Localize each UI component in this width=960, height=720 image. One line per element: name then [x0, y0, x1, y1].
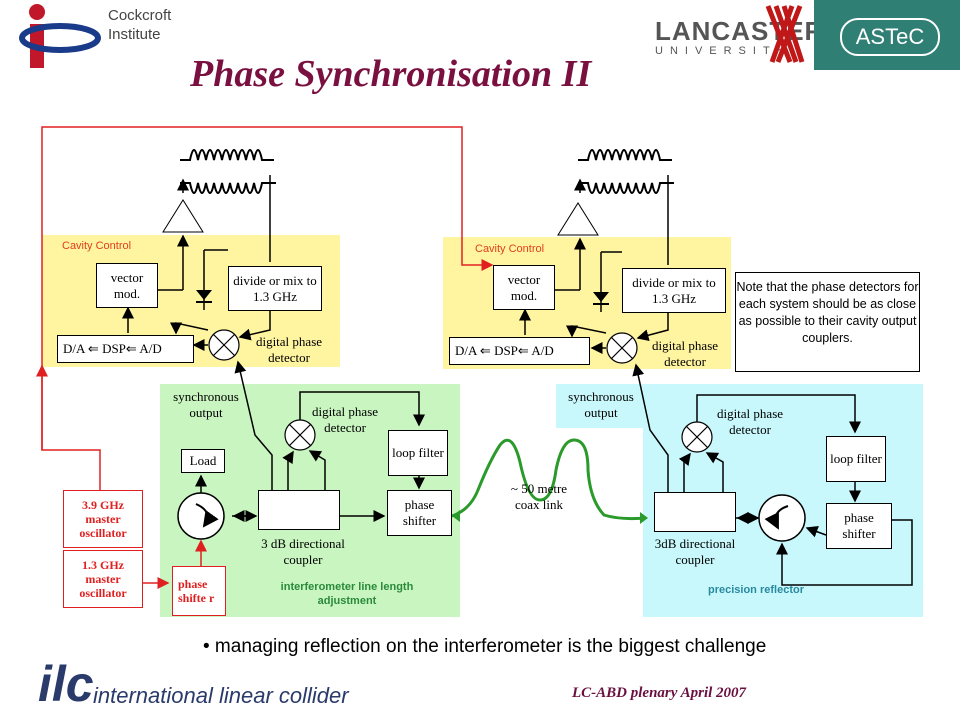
right-synchronous-output-label: synchronous output	[568, 389, 634, 420]
right-divide-mix-box: divide or mix to 1.3 GHz	[622, 268, 726, 313]
cockcroft-logo	[19, 4, 101, 68]
astec-logo: ASTeC	[814, 0, 960, 70]
oscillator-39ghz-box: 3.9 GHz master oscillator	[63, 490, 143, 548]
page-title: Phase Synchronisation II	[190, 53, 592, 95]
left-dac-dsp-adc-box: D/A ⇐ DSP⇐ A/D	[57, 335, 194, 363]
precision-reflector-label: precision reflector	[708, 584, 804, 596]
coax-link-label: ~ 50 metre coax link	[510, 481, 568, 512]
left-digital-phase-detector-label: digital phase detector	[255, 334, 323, 365]
bullet-text: • managing reflection on the interferome…	[203, 636, 767, 657]
right-digital-phase-detector-label: digital phase detector	[651, 338, 719, 369]
interferometer-region-label: interferometer line length adjustment	[280, 581, 414, 607]
right-loop-filter-box: loop filter	[826, 436, 886, 482]
right-coupler-label: 3dB directional coupler	[654, 536, 736, 567]
oscillator-13ghz-box: 1.3 GHz master oscillator	[63, 550, 143, 608]
note-box: Note that the phase detectors for each s…	[735, 272, 920, 372]
load-box: Load	[181, 449, 225, 473]
right-vector-mod-box: vector mod.	[493, 265, 555, 310]
right-sync-output-region	[556, 384, 644, 428]
left-vector-mod-box: vector mod.	[96, 263, 158, 308]
red-phase-shifter-box: phase shifte r	[172, 566, 226, 616]
right-directional-coupler-box	[654, 492, 736, 532]
left-directional-coupler-box	[258, 490, 340, 530]
left-synchronous-output-label: synchronous output	[173, 389, 239, 420]
footer-collider-text: international linear collider	[93, 683, 349, 708]
institute-name: Cockcroft Institute	[108, 7, 172, 43]
footer-event-text: LC-ABD plenary April 2007	[572, 685, 747, 701]
right-interferometer-detector-label: digital phase detector	[716, 406, 784, 437]
right-cavity-control-label: Cavity Control	[475, 243, 545, 255]
left-interferometer-detector-label: digital phase detector	[311, 404, 379, 435]
left-coupler-label: 3 dB directional coupler	[261, 536, 345, 567]
left-loop-filter-box: loop filter	[388, 430, 448, 476]
left-phase-shifter-box: phase shifter	[387, 490, 452, 536]
lancaster-crest-icon	[765, 5, 805, 63]
ilc-logo: ilc international linear collider	[38, 656, 349, 712]
left-divide-mix-box: divide or mix to 1.3 GHz	[228, 266, 322, 311]
left-cavity-control-label: Cavity Control	[62, 240, 132, 252]
right-dac-dsp-adc-box: D/A ⇐ DSP⇐ A/D	[449, 337, 590, 365]
right-phase-shifter-box: phase shifter	[826, 503, 892, 549]
